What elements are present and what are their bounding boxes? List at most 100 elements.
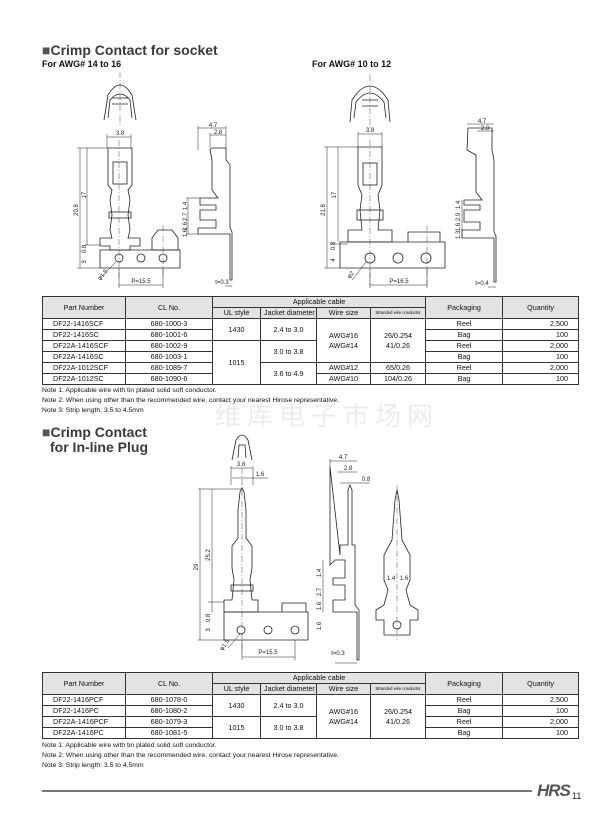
table-row: DF22A-1416PCF 680-1079-3 1015 3.0 to 3.8…: [42, 716, 580, 739]
dim-label: t=0.4: [475, 281, 489, 287]
front-view-outline: [347, 146, 393, 243]
notes-plug: Note 1: Applicable wire with tin plated …: [42, 741, 339, 771]
jacket-diameter: 2.4 to 3.0: [260, 318, 317, 341]
dim-label: 1.6: [317, 601, 323, 610]
dim-label: 3.8: [366, 128, 375, 134]
header-wire-size: Wire size: [316, 683, 371, 695]
quantity: 2,000: [502, 362, 580, 374]
packaging: Reel: [425, 694, 504, 706]
side-view-outline: [197, 147, 233, 281]
dim-label: 4.7: [478, 119, 487, 125]
square-bullet: ■: [42, 42, 51, 58]
dim-label: 21.8: [321, 204, 327, 216]
header-cl-no: CL No.: [125, 296, 213, 319]
drawing-socket-awg14-16: 3.8 20.8 17 3 0.8 φ1.5 P=15.5 4.7 2.8 1.…: [74, 72, 233, 288]
dim-label: 2.8: [344, 466, 353, 472]
packaging: Bag: [425, 351, 504, 363]
section-title-text: Crimp Contact for socket: [50, 42, 218, 58]
stranded-conductor: 65/0.26: [369, 362, 427, 374]
part-number: DF22-1416PC: [42, 705, 126, 717]
note-1: Note 1: Applicable wire with tin plated …: [42, 742, 217, 749]
page-number: 11: [572, 791, 582, 801]
packaging: Reel: [425, 318, 504, 330]
dim-label: 20.8: [74, 204, 80, 216]
dim-label: 3.8: [237, 462, 246, 468]
dim-label: t=0.3: [215, 280, 229, 286]
ul-style: 1430: [212, 318, 261, 341]
note-3: Note 3: Strip length: 3.5 to 4.5mm: [42, 407, 144, 414]
packaging: Bag: [425, 727, 504, 739]
ul-style: 1015: [212, 340, 261, 385]
dim-label: P=16.5: [389, 279, 409, 285]
cl-no: 680-1001-6: [125, 329, 213, 341]
side-view-outline: [461, 127, 497, 283]
header-stranded-wire: Stranded wire conductor: [369, 683, 427, 695]
header-applicable-cable: Applicable cable: [211, 296, 427, 308]
drawing-socket-awg10-12: 3.8 21.8 17 4 0.8 φ2 P=16.5 4.7 2.8 1.4 …: [321, 75, 497, 288]
dim-label: P=15.5: [131, 279, 151, 285]
dim-label: 4.7: [339, 455, 348, 461]
cl-no: 680-1000-3: [125, 318, 213, 330]
dim-label: 0.8: [362, 477, 371, 483]
header-cl-no: CL No.: [125, 672, 213, 695]
dim-label: 2.8: [214, 130, 223, 136]
footer-rule: [42, 790, 532, 792]
header-jacket-diameter: Jacket diameter: [260, 307, 317, 319]
dim-label: 2.7: [183, 212, 189, 221]
dim-label: 2.8: [481, 126, 490, 132]
part-number: DF22-1416SC: [42, 329, 126, 341]
table-row: DF22-1416SCF 680-1000-3 1430 2.4 to 3.0 …: [42, 318, 580, 363]
section-title-socket: ■Crimp Contact for socket: [42, 43, 218, 58]
quantity: 100: [502, 727, 580, 739]
cl-no: 680-1003-1: [125, 351, 213, 363]
note-2: Note 2: When using other than the recomm…: [42, 752, 339, 759]
quantity: 100: [502, 373, 580, 385]
note-2: Note 2: When using other than the recomm…: [42, 397, 339, 404]
header-applicable-cable: Applicable cable: [211, 672, 427, 684]
header-quantity: Quantity: [502, 672, 580, 695]
ul-style: 1430: [212, 694, 261, 717]
packaging: Reel: [425, 716, 504, 728]
header-packaging: Packaging: [425, 672, 504, 695]
table-row: DF22A-1012SCF 680-1089-7 3.6 to 4.9 AWG#…: [42, 362, 580, 385]
packaging: Reel: [425, 362, 504, 374]
section-title-line2: for In-line Plug: [50, 439, 148, 455]
cl-no: 680-1081-5: [125, 727, 213, 739]
square-bullet: ■: [42, 424, 51, 440]
end-view-outline: [231, 434, 253, 461]
dim-label: 3: [82, 260, 88, 264]
header-wire-size: Wire size: [316, 307, 371, 319]
cl-no: 680-1002-9: [125, 340, 213, 352]
section-title-line1: Crimp Contact: [50, 424, 147, 440]
subheading-awg14-16: For AWG# 14 to 16: [42, 59, 122, 69]
subheading-awg10-12: For AWG# 10 to 12: [312, 59, 392, 69]
table-row: DF22A-1416SC 680-1003-1 Bag 100: [42, 351, 580, 363]
cl-no: 680-1078-0: [125, 694, 213, 706]
dim-label: 1.4: [456, 200, 462, 209]
dim-label: 29: [194, 563, 200, 570]
dim-label: 17: [332, 191, 338, 198]
header-stranded-wire: Stranded wire conductor: [369, 307, 427, 319]
packaging: Bag: [425, 329, 504, 341]
front-view-outline: [223, 487, 259, 613]
header-packaging: Packaging: [425, 296, 504, 319]
dim-label: 0.8: [82, 244, 88, 253]
part-number: DF22A-1416SC: [42, 351, 126, 363]
part-number: DF22A-1416SCF: [42, 340, 126, 352]
header-jacket-diameter: Jacket diameter: [260, 683, 317, 695]
dim-label: 1.4: [183, 201, 189, 210]
header-ul-style: UL style: [212, 683, 261, 695]
part-number: DF22-1416PCF: [42, 694, 126, 706]
socket-contact-table: Part Number CL No. Applicable cable Pack…: [42, 296, 580, 385]
side-view-outline: [329, 466, 360, 661]
packaging: Bag: [425, 705, 504, 717]
dim-label: 17: [82, 191, 88, 198]
dim-label: 2.9: [456, 212, 462, 221]
quantity: 100: [502, 351, 580, 363]
header-quantity: Quantity: [502, 296, 580, 319]
part-number: DF22A-1416PCF: [42, 716, 126, 728]
quantity: 2,500: [502, 318, 580, 330]
